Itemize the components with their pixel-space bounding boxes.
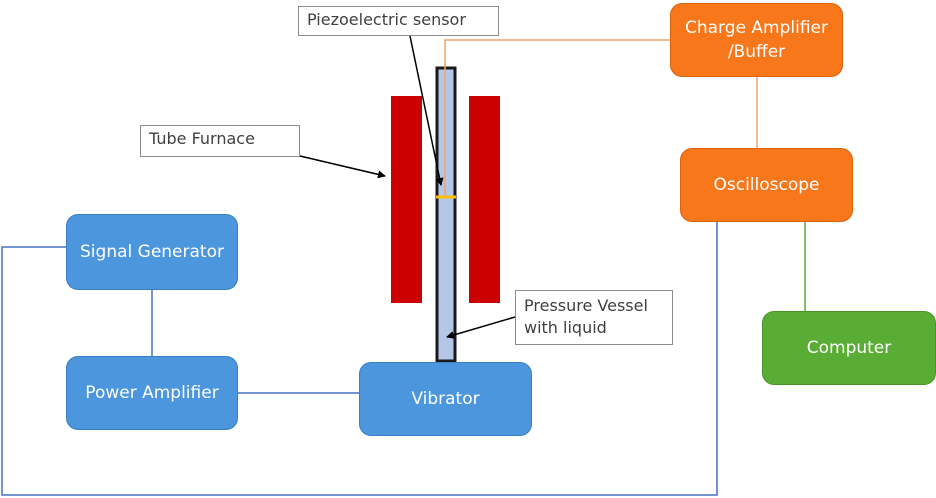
furnace-right-element	[469, 96, 500, 303]
piezo-sensor-callout: Piezoelectric sensor	[298, 6, 499, 36]
pressure-vessel-text-line1: Pressure Vessel	[524, 296, 648, 315]
power-amplifier-label: Power Amplifier	[85, 383, 219, 403]
sensor-wire	[444, 39, 670, 197]
furnace-left-element	[391, 96, 422, 303]
tube-furnace-text: Tube Furnace	[149, 129, 255, 148]
computer-box: Computer	[762, 311, 936, 385]
vibrator-label: Vibrator	[411, 389, 480, 409]
piezo-callout-arrow	[409, 35, 444, 186]
vibrator-box: Vibrator	[359, 362, 532, 436]
vessel-callout-arrow	[446, 316, 516, 339]
pressure-vessel-text-line2: with liquid	[524, 318, 607, 337]
signal-generator-box: Signal Generator	[66, 214, 238, 290]
charge-amplifier-label: Charge Amplifier /Buffer	[685, 18, 828, 62]
pressure-vessel	[435, 66, 457, 363]
furnace-callout-arrow	[299, 155, 386, 179]
pressure-vessel-callout: Pressure Vessel with liquid	[515, 290, 673, 345]
signal-generator-label: Signal Generator	[80, 242, 224, 262]
tube-furnace-callout: Tube Furnace	[140, 125, 300, 157]
charge-amplifier-box: Charge Amplifier /Buffer	[670, 3, 843, 77]
piezo-sensor-text: Piezoelectric sensor	[307, 10, 466, 29]
siggen-to-scope-wire	[1, 222, 718, 496]
oscilloscope-label: Oscilloscope	[713, 175, 820, 195]
oscilloscope-box: Oscilloscope	[680, 148, 853, 222]
computer-label: Computer	[806, 338, 892, 358]
power-amplifier-box: Power Amplifier	[66, 356, 238, 430]
